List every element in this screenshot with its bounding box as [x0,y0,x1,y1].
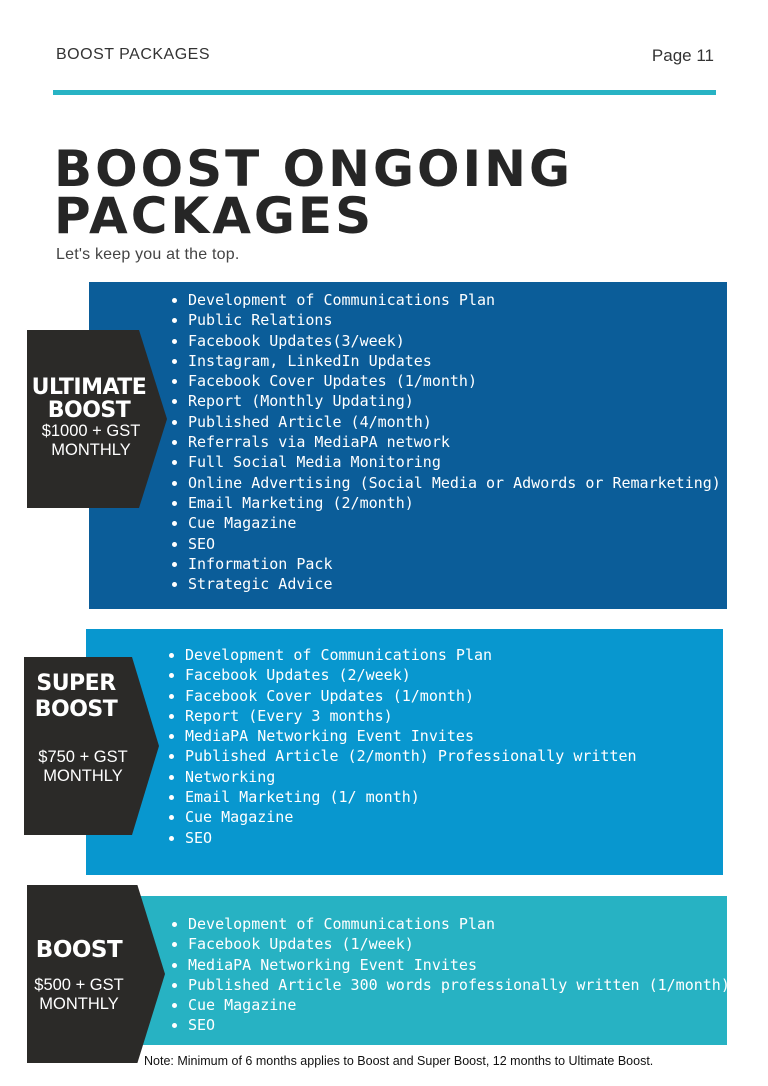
super-boost-price: $750 + GST MONTHLY [24,748,142,786]
feature-list-item: MediaPA Networking Event Invites [167,726,637,746]
feature-list-item: Cue Magazine [170,513,721,533]
feature-list-item: Development of Communications Plan [167,645,637,665]
feature-list-item: Referrals via MediaPA network [170,432,721,452]
super-boost-name: SUPER BOOST [24,671,128,723]
feature-list-item: Cue Magazine [167,807,637,827]
feature-list-item: SEO [170,534,721,554]
boost-period: MONTHLY [39,995,119,1013]
feature-list-item: Facebook Cover Updates (1/month) [170,371,721,391]
feature-list-item: Facebook Updates (2/week) [167,665,637,685]
feature-list-item: Email Marketing (2/month) [170,493,721,513]
feature-list-item: Published Article 300 words professional… [170,975,730,995]
feature-list-item: Information Pack [170,554,721,574]
ultimate-name-line2: BOOST [47,398,131,423]
feature-list-item: Development of Communications Plan [170,290,721,310]
minimum-term-note: Note: Minimum of 6 months applies to Boo… [144,1054,654,1068]
feature-list-item: Report (Monthly Updating) [170,391,721,411]
header-divider [53,90,716,95]
feature-list-item: Development of Communications Plan [170,914,730,934]
boost-tag: BOOST $500 + GST MONTHLY [27,885,165,1063]
ultimate-boost-panel [89,282,727,609]
feature-list-item: Email Marketing (1/ month) [167,787,637,807]
feature-list-item: Networking [167,767,637,787]
page-number: Page 11 [651,46,714,65]
ultimate-boost-name: ULTIMATE BOOST [27,376,151,422]
ultimate-period: MONTHLY [51,441,131,459]
ultimate-name-line1: ULTIMATE [31,375,147,400]
boost-panel [86,896,727,1045]
ultimate-boost-tag: ULTIMATE BOOST $1000 + GST MONTHLY [27,330,167,508]
boost-name: BOOST [27,937,131,963]
feature-list-item: MediaPA Networking Event Invites [170,955,730,975]
feature-list-item: Published Article (4/month) [170,412,721,432]
ultimate-price: $1000 + GST [41,422,141,440]
super-period: MONTHLY [43,767,123,785]
feature-list-item: SEO [170,1015,730,1035]
header-section-label: BOOST PACKAGES [56,46,211,63]
feature-list-item: Facebook Cover Updates (1/month) [167,686,637,706]
page-title: BOOST ONGOING PACKAGES [54,140,574,245]
super-price: $750 + GST [38,748,128,766]
feature-list-item: Instagram, LinkedIn Updates [170,351,721,371]
feature-list-item: Report (Every 3 months) [167,706,637,726]
feature-list-item: Published Article (2/month) Professional… [167,746,637,766]
feature-list-item: Facebook Updates(3/week) [170,331,721,351]
super-boost-tag: SUPER BOOST $750 + GST MONTHLY [24,657,159,835]
feature-list-item: Public Relations [170,310,721,330]
ultimate-boost-price: $1000 + GST MONTHLY [27,422,155,460]
feature-list-item: Facebook Updates (1/week) [170,934,730,954]
super-name-line1: SUPER [36,671,116,696]
super-boost-panel [86,629,723,875]
boost-price: $500 + GST MONTHLY [27,976,131,1014]
boost-price-value: $500 + GST [34,976,124,994]
feature-list-item: SEO [167,828,637,848]
boost-name-line1: BOOST [35,937,123,963]
feature-list-item: Strategic Advice [170,574,721,594]
feature-list-item: Online Advertising (Social Media or Adwo… [170,473,721,493]
page-subtitle: Let's keep you at the top. [56,246,240,263]
feature-list-item: Full Social Media Monitoring [170,452,721,472]
super-name-line2: BOOST [34,697,118,722]
feature-list-item: Cue Magazine [170,995,730,1015]
